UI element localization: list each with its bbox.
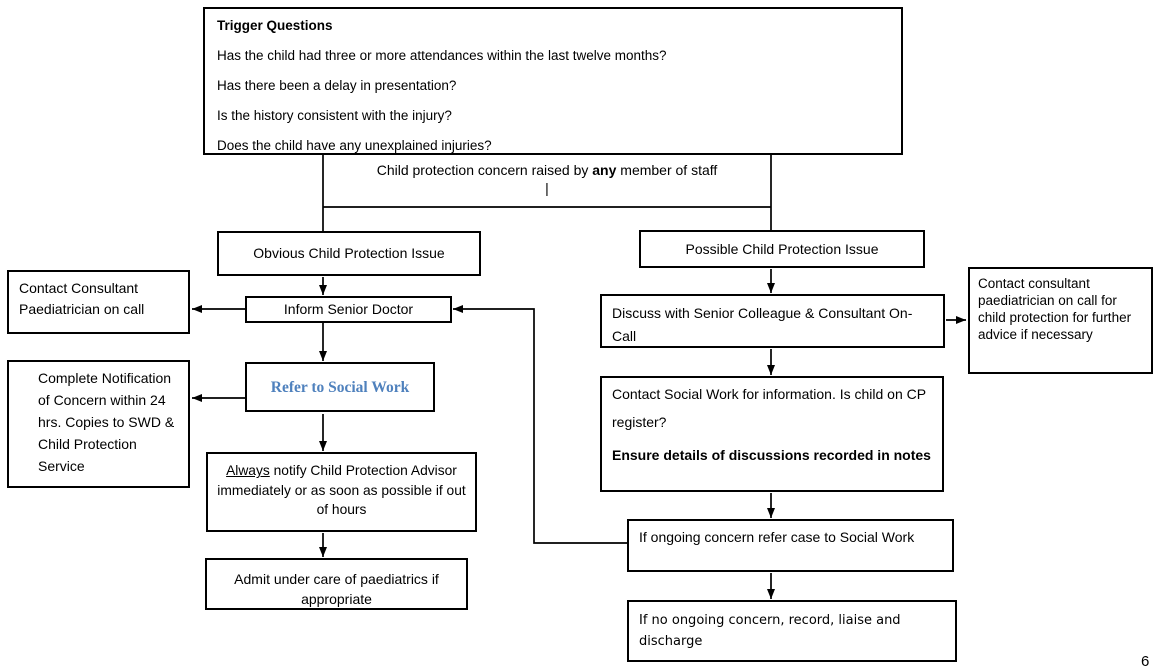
concern-text-post: member of staff — [616, 162, 718, 178]
node-obvious-issue-label: Obvious Child Protection Issue — [253, 245, 445, 261]
node-complete-notification: Complete Notification of Concern within … — [7, 360, 190, 488]
social-work-question: Contact Social Work for information. Is … — [612, 386, 926, 430]
concern-text-emphasis: any — [592, 162, 617, 178]
node-always-notify-advisor: Always notify Child Protection Advisor i… — [206, 452, 477, 532]
node-contact-paediatrician-advice: Contact consultant paediatrician on call… — [968, 267, 1153, 374]
node-contact-consultant-paediatrician: Contact Consultant Paediatrician on call — [7, 270, 190, 334]
node-discuss-senior-colleague-label: Discuss with Senior Colleague & Consulta… — [612, 305, 913, 344]
node-contact-social-work: Contact Social Work for information. Is … — [600, 376, 944, 492]
node-obvious-issue: Obvious Child Protection Issue — [217, 231, 481, 276]
always-underlined-word: Always — [226, 463, 270, 478]
node-ongoing-concern: If ongoing concern refer case to Social … — [627, 519, 954, 572]
node-contact-consultant-label: Contact Consultant Paediatrician on call — [19, 280, 145, 317]
node-no-ongoing-concern-label: If no ongoing concern, record, liaise an… — [639, 613, 901, 649]
node-complete-notification-label: Complete Notification of Concern within … — [38, 370, 175, 474]
arrow-ongoing-feedback-to-inform — [453, 305, 627, 544]
node-possible-issue: Possible Child Protection Issue — [639, 230, 925, 268]
node-inform-senior-doctor-label: Inform Senior Doctor — [283, 301, 414, 317]
trigger-question-3: Is the history consistent with the injur… — [217, 108, 452, 123]
node-admit-paediatrics-label: Admit under care of paediatrics if appro… — [234, 571, 439, 607]
trigger-questions-box: Trigger Questions Has the child had thre… — [203, 7, 903, 155]
node-no-ongoing-concern: If no ongoing concern, record, liaise an… — [627, 600, 957, 662]
node-ongoing-concern-label: If ongoing concern refer case to Social … — [639, 529, 915, 545]
node-contact-paediatrician-advice-label: Contact consultant paediatrician on call… — [978, 276, 1132, 342]
node-refer-to-social-work-label: Refer to Social Work — [270, 378, 410, 396]
trigger-questions-title: Trigger Questions — [217, 18, 333, 33]
concern-pipe-mark: | — [545, 180, 549, 196]
node-admit-paediatrics: Admit under care of paediatrics if appro… — [205, 558, 468, 610]
social-work-bold-note: Ensure details of discussions recorded i… — [612, 447, 931, 463]
always-rest-text: notify Child Protection Advisor immediat… — [217, 463, 466, 517]
concern-raised-label: Child protection concern raised by any m… — [330, 161, 764, 197]
trigger-question-2: Has there been a delay in presentation? — [217, 78, 457, 93]
node-discuss-senior-colleague: Discuss with Senior Colleague & Consulta… — [600, 294, 945, 348]
page-number: 6 — [1141, 653, 1150, 670]
node-refer-to-social-work: Refer to Social Work — [245, 362, 435, 412]
concern-text-pre: Child protection concern raised by — [376, 162, 593, 178]
node-possible-issue-label: Possible Child Protection Issue — [685, 240, 879, 257]
trigger-question-4: Does the child have any unexplained inju… — [217, 138, 492, 153]
trigger-question-1: Has the child had three or more attendan… — [217, 48, 667, 63]
node-inform-senior-doctor: Inform Senior Doctor — [245, 296, 452, 323]
